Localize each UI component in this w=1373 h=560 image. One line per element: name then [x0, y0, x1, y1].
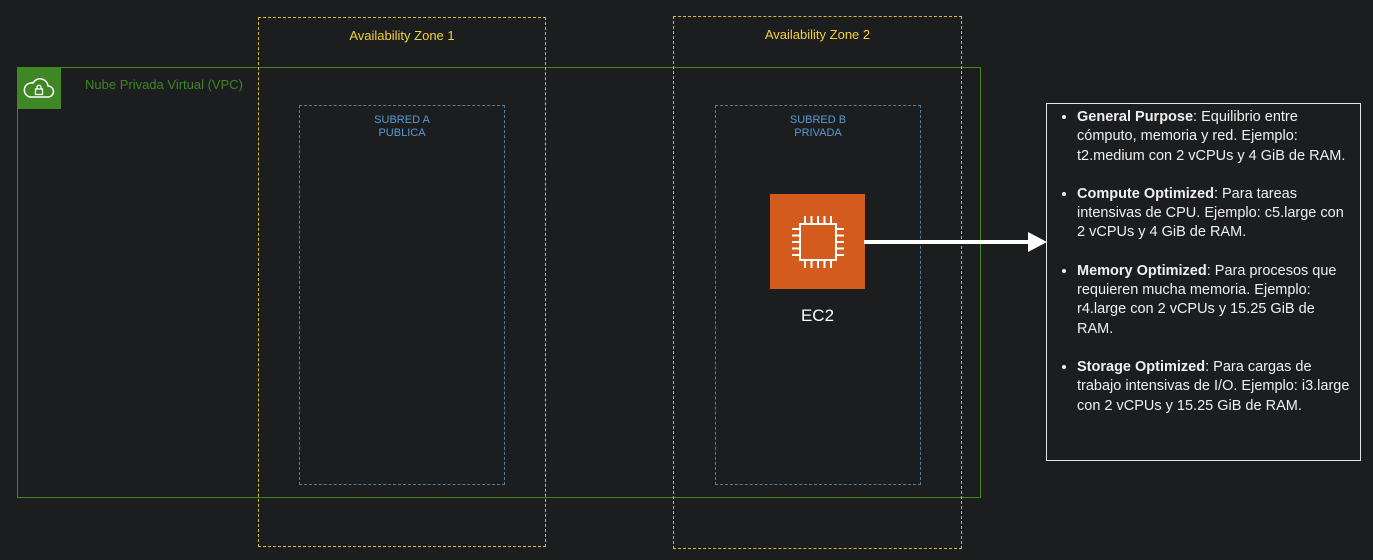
vpc-label: Nube Privada Virtual (VPC) [85, 77, 243, 92]
subnet-name: SUBRED B [789, 114, 847, 126]
item-title: General Purpose [1077, 109, 1194, 125]
ec2-instance[interactable] [770, 194, 865, 289]
instance-types-list: General Purpose: Equilibrio entre cómput… [1057, 108, 1350, 416]
availability-zone-2[interactable]: Availability Zone 2 [673, 16, 962, 549]
ec2-chip-icon [791, 215, 844, 268]
ec2-label: EC2 [800, 306, 835, 325]
item-text: : Para cargas de trabajo intensivas de I… [1077, 358, 1350, 414]
availability-zone-label: Availability Zone 1 [349, 28, 455, 43]
availability-zone-1[interactable]: Availability Zone 1 [258, 17, 546, 547]
subnet-name: SUBRED A [374, 114, 430, 126]
instance-types-note[interactable]: General Purpose: Equilibrio entre cómput… [1046, 103, 1361, 461]
subnet-label: SUBRED B PRIVADA [716, 114, 920, 140]
subnet-label: SUBRED A PUBLICA [300, 114, 504, 140]
vpc-container[interactable] [17, 67, 981, 498]
subnet-type: PRIVADA [794, 127, 842, 139]
item-text: : Para procesos que requieren mucha memo… [1077, 262, 1337, 337]
list-item: General Purpose: Equilibrio entre cómput… [1077, 108, 1350, 166]
list-item: Memory Optimized: Para procesos que requ… [1077, 262, 1350, 339]
list-item: Storage Optimized: Para cargas de trabaj… [1077, 358, 1350, 416]
vpc-badge [17, 67, 61, 109]
item-title: Compute Optimized [1077, 185, 1214, 202]
availability-zone-label: Availability Zone 2 [764, 27, 871, 42]
item-title: Memory Optimized [1077, 262, 1207, 279]
vpc-cloud-lock-icon [23, 78, 55, 98]
subnet-a-public[interactable]: SUBRED A PUBLICA [299, 105, 505, 485]
item-text: : Para tareas intensivas de CPU. Ejemplo… [1077, 185, 1344, 241]
subnet-type: PUBLICA [378, 127, 426, 139]
subnet-b-private[interactable]: SUBRED B PRIVADA [715, 105, 921, 485]
arrow-connector[interactable] [864, 230, 1048, 254]
item-title: Storage Optimized [1077, 358, 1206, 375]
item-text: : Equilibrio entre cómputo, memoria y re… [1077, 109, 1346, 164]
arrowhead-icon [1028, 232, 1047, 252]
list-item: Compute Optimized: Para tareas intensiva… [1077, 185, 1350, 243]
